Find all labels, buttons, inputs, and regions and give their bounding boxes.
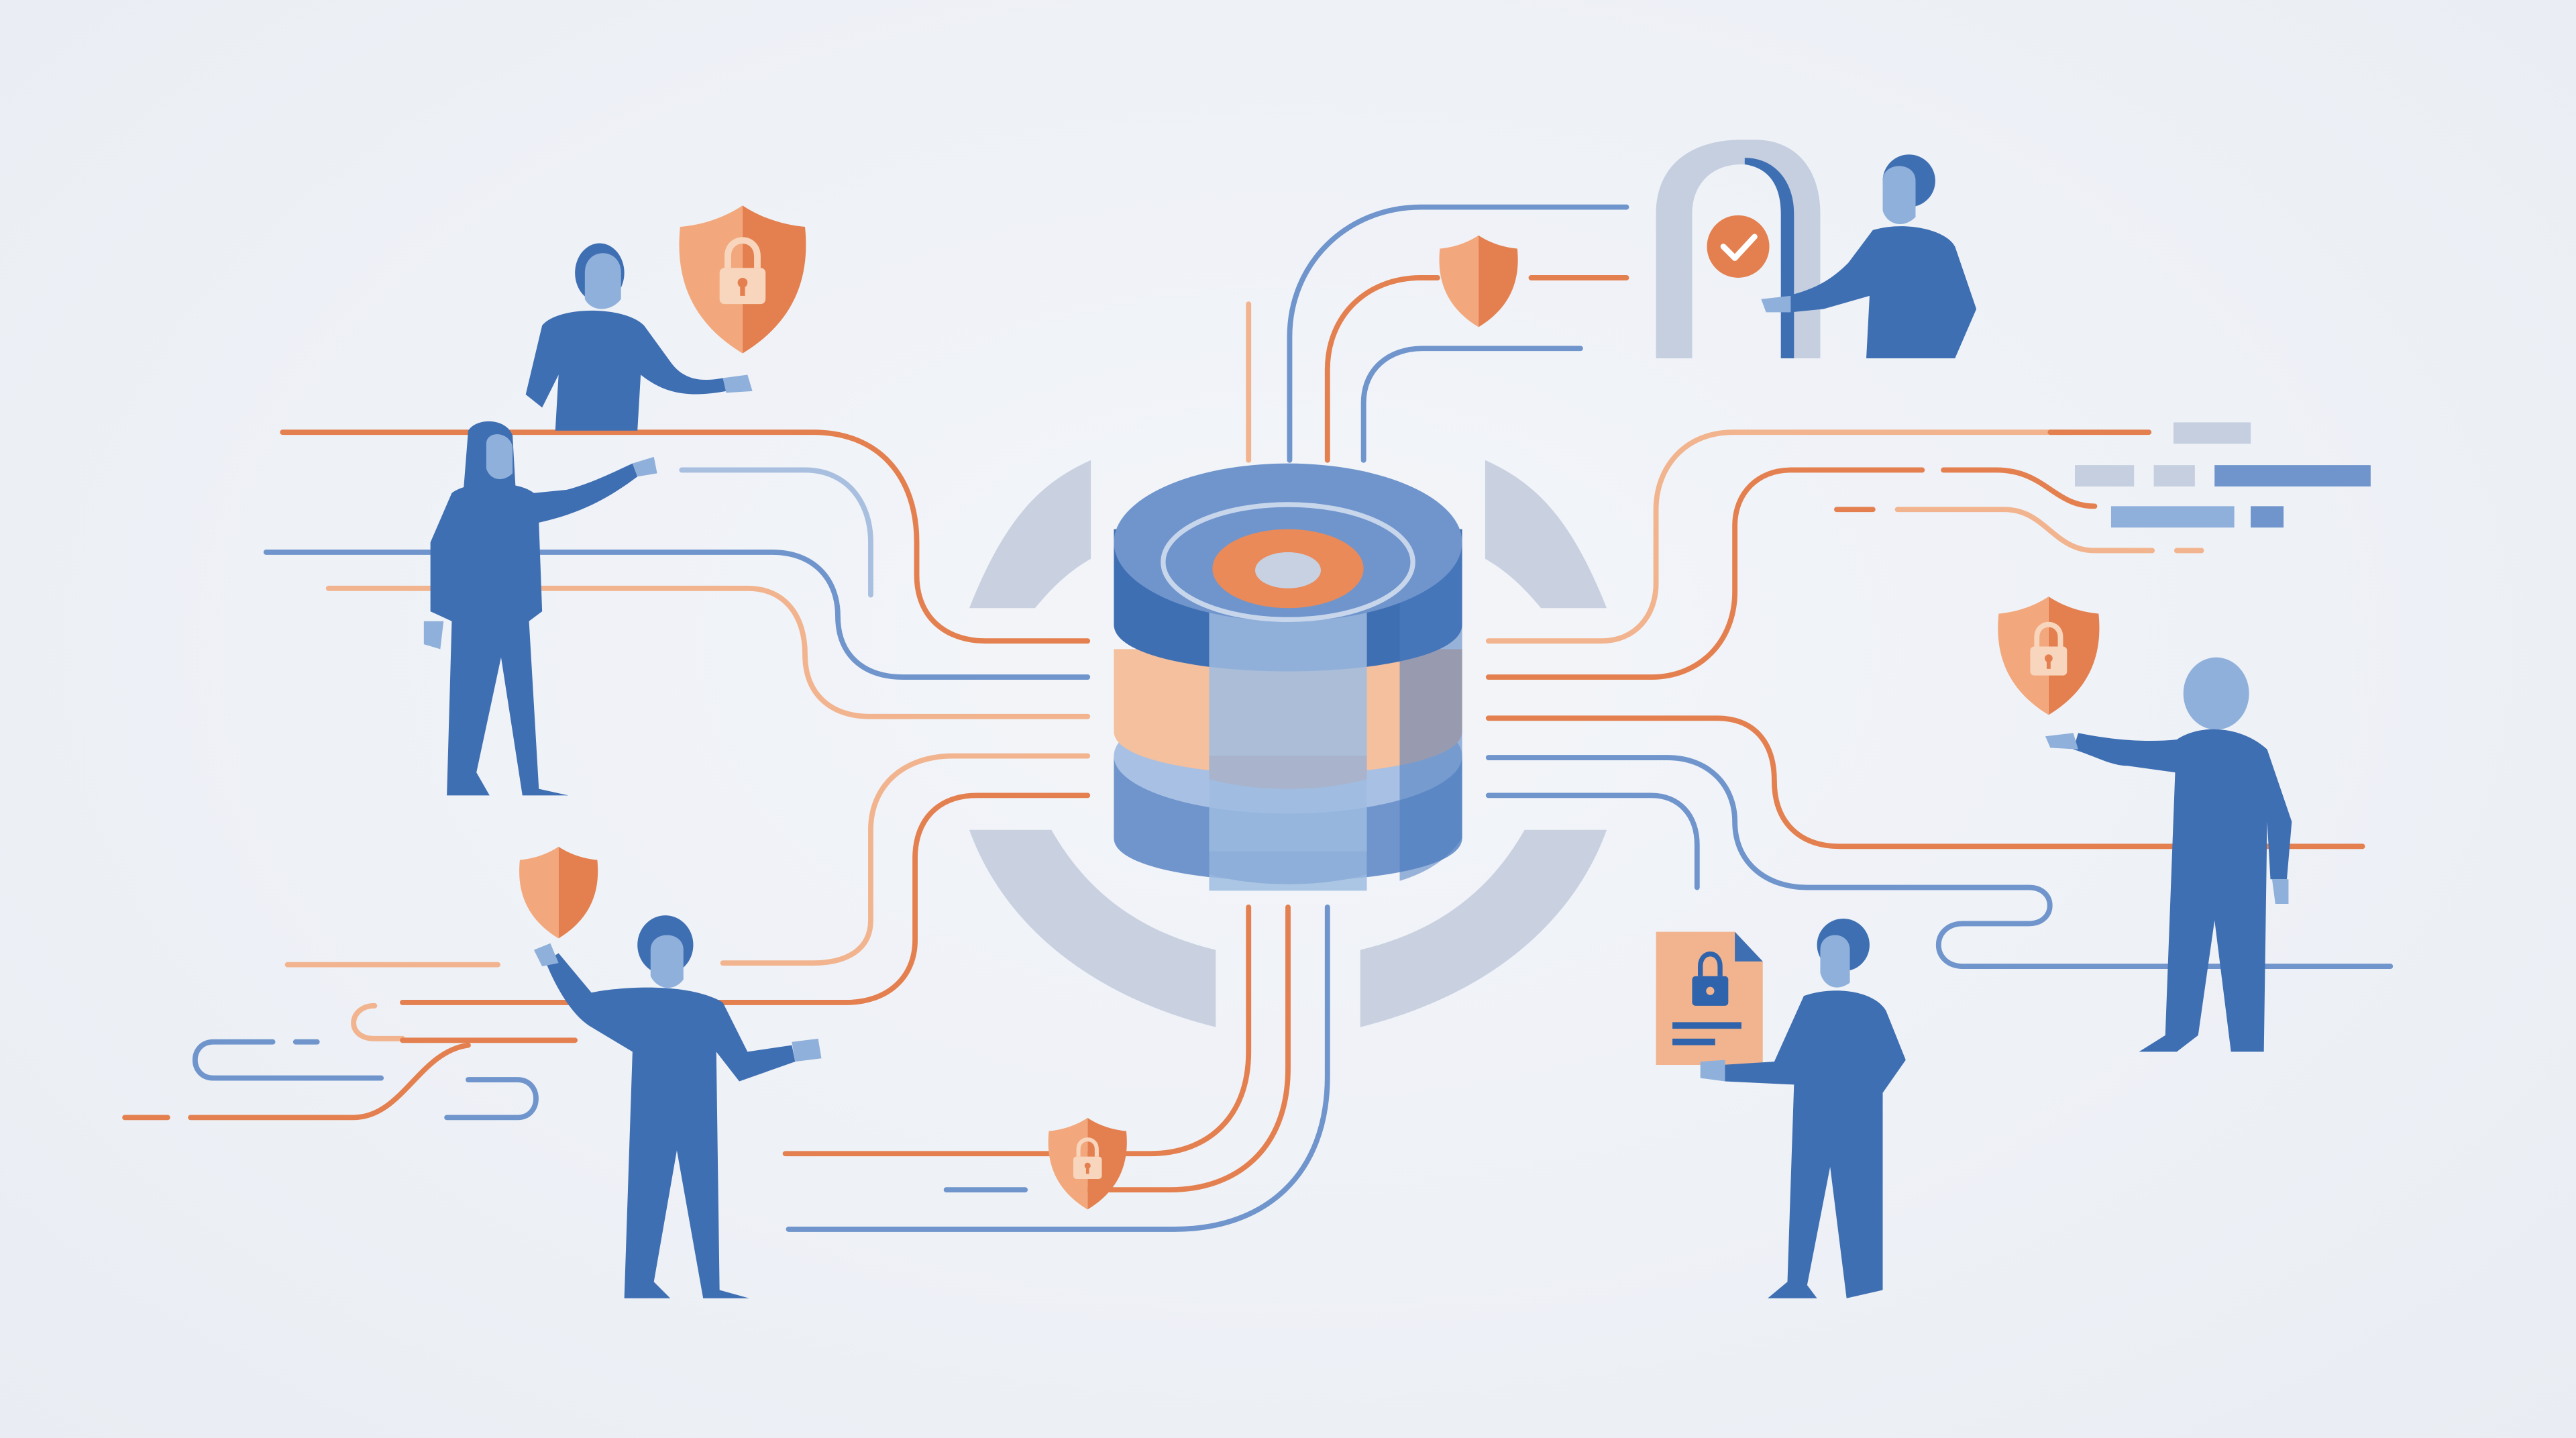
shield-lock-icon xyxy=(1048,1117,1127,1210)
orbit-arc-top-left xyxy=(969,460,1091,609)
check-badge-icon xyxy=(1656,140,1821,358)
line-left-3 xyxy=(263,550,1091,680)
data-blocks xyxy=(2075,422,2371,528)
orbit-arcs xyxy=(969,460,1607,1027)
line-left-1 xyxy=(280,429,1091,644)
data-block xyxy=(2075,465,2135,486)
line-bottom-4 xyxy=(786,904,1330,1232)
shield-icon xyxy=(519,846,598,939)
line-bottom-1 xyxy=(782,904,1252,1157)
line-top-5 xyxy=(1360,346,1583,463)
data-block xyxy=(2174,422,2251,444)
person-icon xyxy=(1700,919,1906,1298)
shield-lock-icon xyxy=(679,205,806,354)
line-top-3 xyxy=(1324,275,1440,463)
line-right-4 xyxy=(1894,507,2155,554)
line-left-10 xyxy=(192,1039,384,1081)
locked-document-icon xyxy=(1656,931,1763,1066)
person-icon xyxy=(2045,657,2292,1052)
line-left-8 xyxy=(351,1003,405,1041)
database-ring-outer xyxy=(1161,502,1415,623)
data-block xyxy=(2251,506,2284,528)
check-badge xyxy=(1707,215,1770,278)
line-right-3 xyxy=(1941,467,2098,509)
shield-lock-icon xyxy=(1998,597,2100,715)
line-left-2 xyxy=(679,467,873,598)
person-icon xyxy=(525,243,753,431)
line-right-2 xyxy=(1485,467,1925,680)
database-light-column xyxy=(1209,591,1367,891)
line-left-4 xyxy=(325,585,1091,719)
line-left-6 xyxy=(400,792,1091,1005)
connection-lines xyxy=(122,204,2394,1232)
orbit-arc-bottom-left xyxy=(969,829,1216,1027)
line-bottom-2 xyxy=(1081,904,1291,1193)
line-right-8 xyxy=(1485,792,1700,890)
line-right-1 xyxy=(1485,429,2076,644)
person-icon xyxy=(1761,154,1977,358)
data-block xyxy=(2153,465,2195,486)
line-right-6 xyxy=(1485,715,2365,850)
check-mark xyxy=(1720,234,1758,261)
person-icon xyxy=(533,915,822,1298)
line-left-5 xyxy=(720,753,1091,966)
data-block xyxy=(2110,506,2235,528)
line-top-2 xyxy=(1287,204,1629,463)
line-right-7 xyxy=(1485,755,2394,969)
database-core xyxy=(1255,552,1321,588)
database-right-shade xyxy=(1399,542,1462,881)
database-icon xyxy=(1114,463,1462,891)
orbit-arc-top-right xyxy=(1485,460,1607,609)
orbit-arc-bottom-right xyxy=(1360,829,1607,1027)
line-left-12 xyxy=(444,1077,539,1121)
data-block xyxy=(2214,465,2371,486)
person-icon xyxy=(423,421,657,796)
shield-icon xyxy=(1439,235,1518,327)
line-left-14 xyxy=(188,1042,471,1121)
